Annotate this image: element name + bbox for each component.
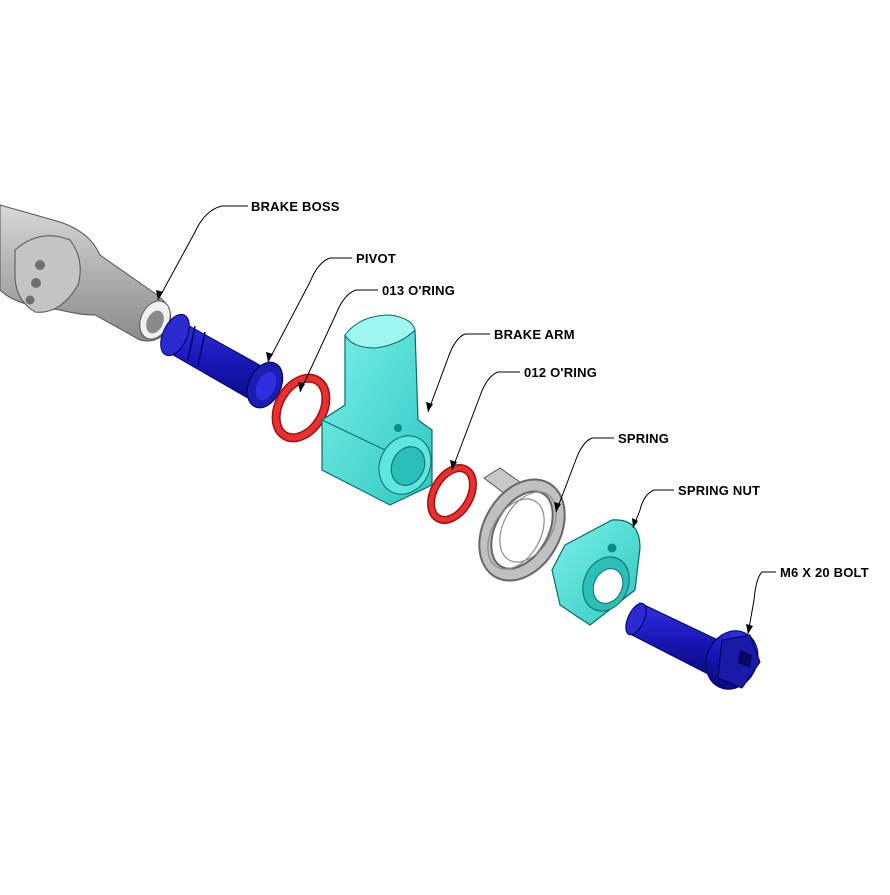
bolt-part — [625, 602, 761, 690]
leader-oring-012 — [451, 371, 520, 471]
leader-bolt — [747, 571, 776, 635]
brake-arm-part — [321, 314, 433, 506]
label-bolt: M6 X 20 BOLT — [780, 565, 869, 580]
oring-012-part — [427, 464, 477, 524]
leader-brake-arm — [427, 333, 490, 413]
label-brake-arm: BRAKE ARM — [494, 327, 575, 342]
oring-013-part — [271, 373, 331, 443]
leader-pivot — [267, 257, 352, 363]
label-oring-013: 013 O'RING — [382, 283, 456, 298]
leader-spring-nut — [632, 489, 674, 529]
leader-oring-013 — [299, 289, 378, 393]
spring-nut-part — [551, 519, 641, 626]
leader-brake-boss — [157, 205, 248, 301]
spring-part — [478, 467, 566, 582]
label-spring: SPRING — [618, 431, 670, 446]
leader-spring — [555, 437, 614, 513]
label-spring-nut: SPRING NUT — [678, 483, 761, 498]
brake-boss-part — [0, 204, 172, 342]
leader-lines — [157, 205, 776, 635]
label-oring-012: 012 O'RING — [524, 365, 598, 380]
leader-arrowheads — [156, 290, 753, 634]
label-brake-boss: BRAKE BOSS — [251, 199, 340, 214]
label-pivot: PIVOT — [356, 251, 397, 266]
pivot-part — [160, 313, 284, 409]
